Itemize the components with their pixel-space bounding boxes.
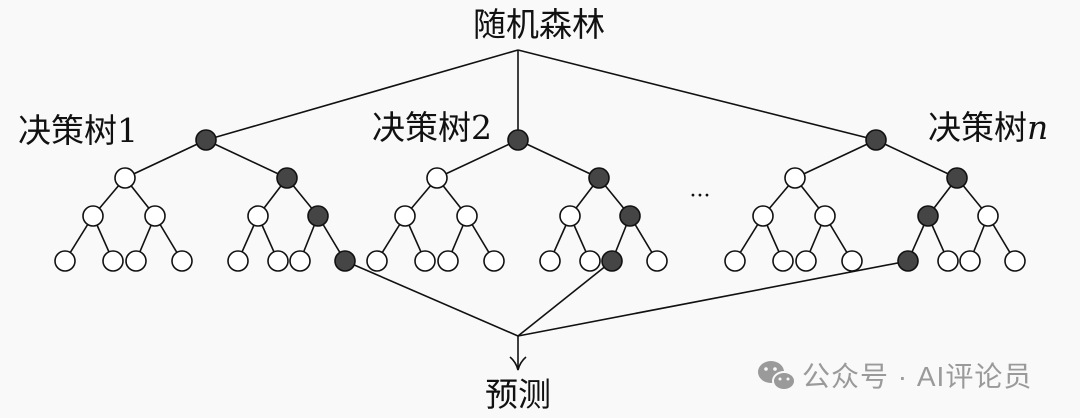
- tree-edge: [124, 139, 207, 179]
- tree-label-index: 2: [471, 108, 492, 147]
- tree-node: [366, 250, 388, 272]
- tree-node: [539, 250, 561, 272]
- forest-to-tree-connector: [517, 49, 877, 141]
- tree-label-text: 决策树: [18, 111, 117, 150]
- tree-node: [102, 250, 124, 272]
- tree-node: [289, 250, 311, 272]
- tree-label-text: 决策树: [372, 108, 471, 147]
- tree-edge: [517, 139, 600, 179]
- diagram-title: 随机森林: [473, 5, 605, 44]
- tree-node: [144, 205, 166, 227]
- tree-node: [646, 250, 668, 272]
- tree-node: [483, 250, 505, 272]
- tree-node: [125, 250, 147, 272]
- tree-label-2: 决策树2: [372, 108, 492, 147]
- tree-edges: [376, 139, 658, 262]
- tree-node: [841, 250, 863, 272]
- tree-node: [772, 250, 794, 272]
- forest-connectors: [205, 49, 877, 141]
- tree-nodes: [366, 129, 668, 272]
- tree-node-active: [195, 129, 217, 151]
- tree-node: [247, 205, 269, 227]
- tree-node: [114, 167, 136, 189]
- tree-node: [814, 205, 836, 227]
- tree-node: [784, 167, 806, 189]
- tree-node: [1004, 250, 1026, 272]
- tree-node: [559, 205, 581, 227]
- tree-label-n: 决策树n: [928, 108, 1048, 147]
- tree-node: [171, 250, 193, 272]
- tree-edges: [734, 139, 1016, 262]
- tree-node-active: [307, 205, 329, 227]
- tree-node-active: [334, 250, 356, 272]
- tree-node: [426, 167, 448, 189]
- prediction-arrowhead: [509, 356, 527, 371]
- forest-to-tree-connector: [205, 49, 519, 141]
- wechat-icon: [758, 361, 796, 391]
- tree-node: [752, 205, 774, 227]
- tree-node: [394, 205, 416, 227]
- decision-tree-1: [54, 129, 356, 272]
- tree-node: [959, 250, 981, 272]
- tree-node-active: [946, 167, 968, 189]
- tree-node: [579, 250, 601, 272]
- trees: [54, 129, 1026, 272]
- tree-node: [54, 250, 76, 272]
- tree-edge: [436, 139, 519, 179]
- leaf-to-prediction-connector: [344, 260, 519, 337]
- tree-node-active: [507, 129, 529, 151]
- tree-node-active: [897, 250, 919, 272]
- tree-node-active: [276, 167, 298, 189]
- tree-node: [82, 205, 104, 227]
- tree-node-active: [619, 205, 641, 227]
- tree-node-active: [917, 205, 939, 227]
- tree-edge: [794, 139, 877, 179]
- tree-node-active: [865, 129, 887, 151]
- tree-node: [437, 250, 459, 272]
- watermark: 公众号 · AI评论员: [758, 361, 1032, 392]
- decision-tree-2: [366, 129, 668, 272]
- tree-node: [267, 250, 289, 272]
- tree-nodes: [54, 129, 356, 272]
- tree-node: [227, 250, 249, 272]
- tree-edge: [875, 139, 958, 179]
- tree-node: [977, 205, 999, 227]
- ellipsis: ···: [690, 184, 711, 209]
- tree-node: [937, 250, 959, 272]
- tree-label-index: n: [1027, 108, 1048, 147]
- tree-node: [724, 250, 746, 272]
- watermark-text: 公众号 · AI评论员: [802, 361, 1032, 392]
- tree-node: [456, 205, 478, 227]
- decision-tree-n: [724, 129, 1026, 272]
- tree-edges: [64, 139, 346, 262]
- leaf-to-prediction-connector: [517, 260, 909, 337]
- tree-node: [795, 250, 817, 272]
- tree-label-1: 决策树1: [18, 111, 138, 150]
- tree-node-active: [588, 167, 610, 189]
- prediction-label: 预测: [485, 375, 551, 414]
- leaf-to-prediction-connector: [517, 260, 613, 337]
- tree-label-index: 1: [117, 111, 138, 150]
- prediction-connectors: [344, 260, 909, 337]
- tree-node: [414, 250, 436, 272]
- tree-nodes: [724, 129, 1026, 272]
- tree-label-text: 决策树: [928, 108, 1027, 147]
- tree-edge: [205, 139, 288, 179]
- tree-node-active: [601, 250, 623, 272]
